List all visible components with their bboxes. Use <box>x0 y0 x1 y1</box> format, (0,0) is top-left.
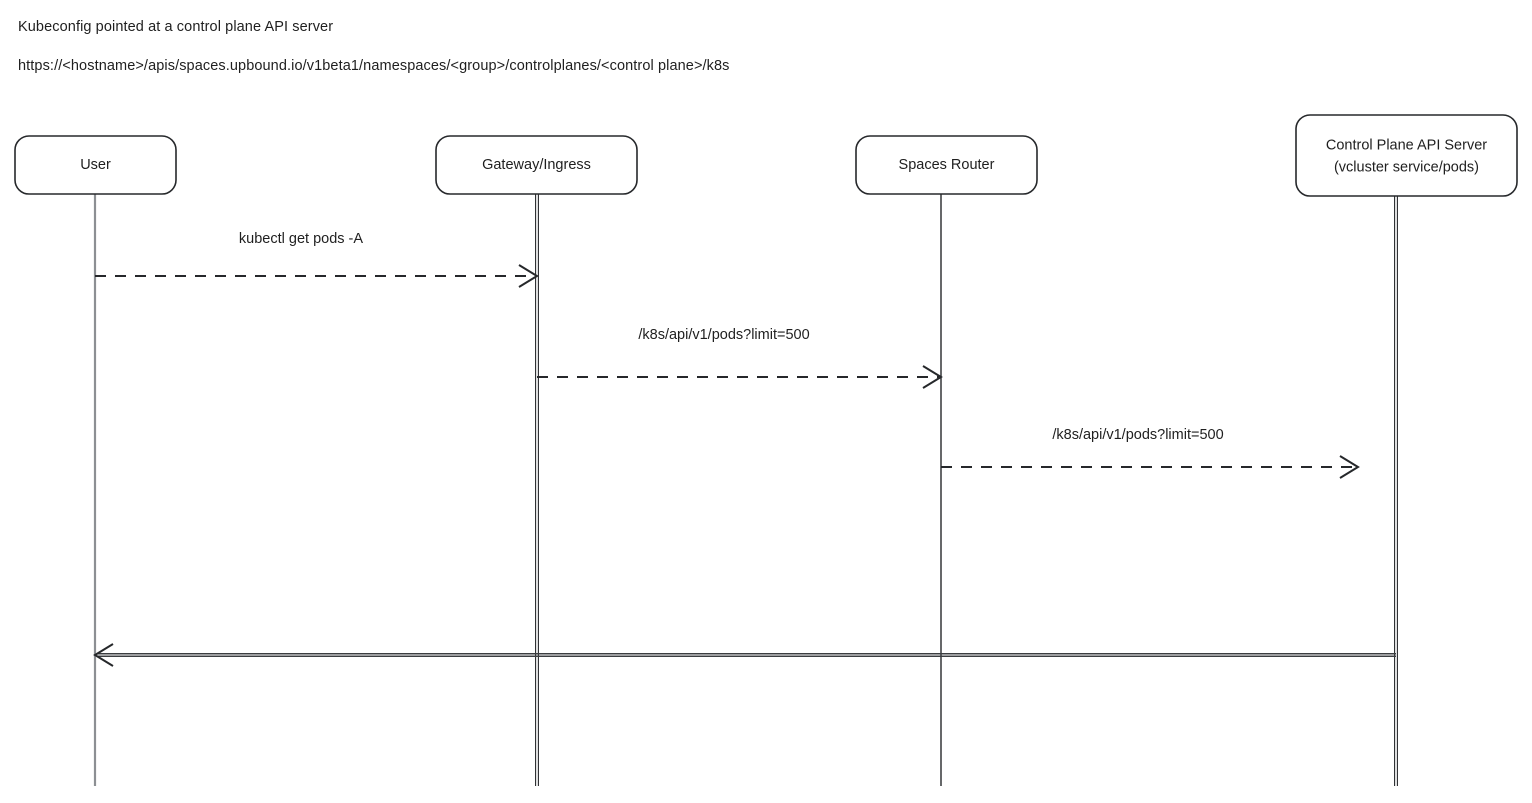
note-api-server-url: https://<hostname>/apis/spaces.upbound.i… <box>18 58 730 74</box>
lifeline-gateway <box>535 194 539 786</box>
msg-kubectl-get-pods-label: kubectl get pods -A <box>239 231 363 247</box>
lifeline-apiserver <box>1394 196 1398 786</box>
lifeline-group <box>93 194 1398 786</box>
arrow-head-icon <box>922 365 943 389</box>
participant-gateway[interactable]: Gateway/Ingress <box>435 135 638 195</box>
msg-kubectl-get-pods[interactable]: kubectl get pods -A <box>95 231 539 288</box>
participant-apiserver[interactable]: Control Plane API Server (vcluster servic… <box>1295 114 1518 197</box>
participant-sublabel-apiserver: (vcluster service/pods) <box>1334 159 1479 175</box>
arrow-head-icon <box>93 643 114 667</box>
note-kubeconfig-title: Kubeconfig pointed at a control plane AP… <box>18 19 334 35</box>
message-group: kubectl get pods -A/k8s/api/v1/pods?limi… <box>93 231 1396 667</box>
msg-pods-limit-gateway-router-label: /k8s/api/v1/pods?limit=500 <box>638 327 809 343</box>
participant-group: User Gateway/Ingress Spaces Router Control … <box>14 114 1518 197</box>
msg-pods-limit-gateway-router[interactable]: /k8s/api/v1/pods?limit=500 <box>537 327 943 389</box>
participant-label-router: Spaces Router <box>899 157 995 173</box>
participant-router[interactable]: Spaces Router <box>855 135 1038 195</box>
msg-pods-limit-router-apiserver-label: /k8s/api/v1/pods?limit=500 <box>1052 427 1223 443</box>
msg-pods-limit-router-apiserver[interactable]: /k8s/api/v1/pods?limit=500 <box>941 427 1360 479</box>
arrow-head-icon <box>1339 455 1360 479</box>
participant-label-apiserver: Control Plane API Server <box>1326 137 1487 153</box>
participant-label-user: User <box>80 157 111 173</box>
participant-user[interactable]: User <box>14 135 177 195</box>
participant-label-gateway: Gateway/Ingress <box>482 157 591 173</box>
arrow-head-icon <box>518 264 539 288</box>
msg-response-to-user[interactable] <box>93 643 1396 667</box>
